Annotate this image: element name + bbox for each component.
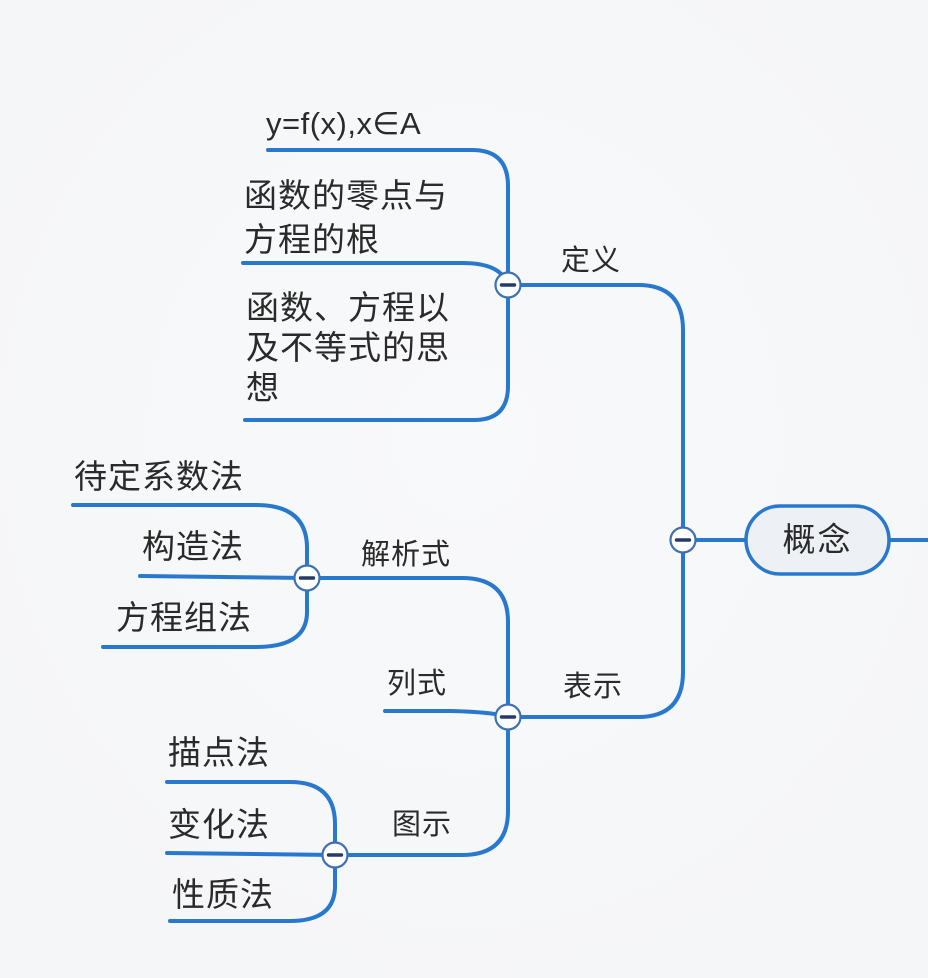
leaf-daiding[interactable]: 待定系数法 xyxy=(74,458,244,495)
connector-fangchengzu xyxy=(101,574,309,649)
root-node[interactable] xyxy=(744,504,891,576)
leaf-miaodian[interactable]: 描点法 xyxy=(168,734,270,771)
collapse-button-biaoshi[interactable] xyxy=(494,703,522,731)
leaf-xingzhi[interactable]: 性质法 xyxy=(172,876,274,913)
connector-biaoshi xyxy=(506,533,685,719)
node-lieshi[interactable]: 列式 xyxy=(387,668,448,700)
leaf-gouzao[interactable]: 构造法 xyxy=(142,528,244,565)
collapse-button-tushi[interactable] xyxy=(321,841,349,869)
leaf-formula[interactable]: y=f(x),x∈A xyxy=(266,106,422,141)
connector-tushi xyxy=(333,713,510,857)
connector-gouzao xyxy=(138,574,309,580)
connector-miaodian xyxy=(165,780,337,859)
leaf-lingdian[interactable]: 函数的零点与 方程的根 xyxy=(244,177,448,258)
node-tushi[interactable]: 图示 xyxy=(392,809,453,841)
node-biaoshi[interactable]: 表示 xyxy=(563,671,624,703)
connector-xingzhi xyxy=(168,851,337,923)
connector-lieshi xyxy=(383,709,510,719)
node-dingyi[interactable]: 定义 xyxy=(561,245,622,277)
node-jiexishi[interactable]: 解析式 xyxy=(361,539,452,571)
connector-lingdian xyxy=(241,261,509,286)
collapse-button-root[interactable] xyxy=(669,526,697,554)
connector-jiexishi xyxy=(305,576,510,721)
connector-sixiang xyxy=(243,276,510,422)
leaf-bianhua[interactable]: 变化法 xyxy=(168,806,270,843)
connector-formula xyxy=(266,148,510,294)
connector-daiding xyxy=(71,503,309,582)
connector-dingyi xyxy=(506,283,685,547)
connector-bianhua xyxy=(165,851,337,857)
collapse-button-dingyi[interactable] xyxy=(494,271,522,299)
collapse-button-jiexishi[interactable] xyxy=(293,564,321,592)
leaf-fangchengzu[interactable]: 方程组法 xyxy=(116,599,252,636)
root-node-shape xyxy=(744,504,891,576)
leaf-sixiang[interactable]: 函数、方程以 及不等式的思 想 xyxy=(246,289,450,406)
root-node-label[interactable]: 概念 xyxy=(782,520,853,558)
